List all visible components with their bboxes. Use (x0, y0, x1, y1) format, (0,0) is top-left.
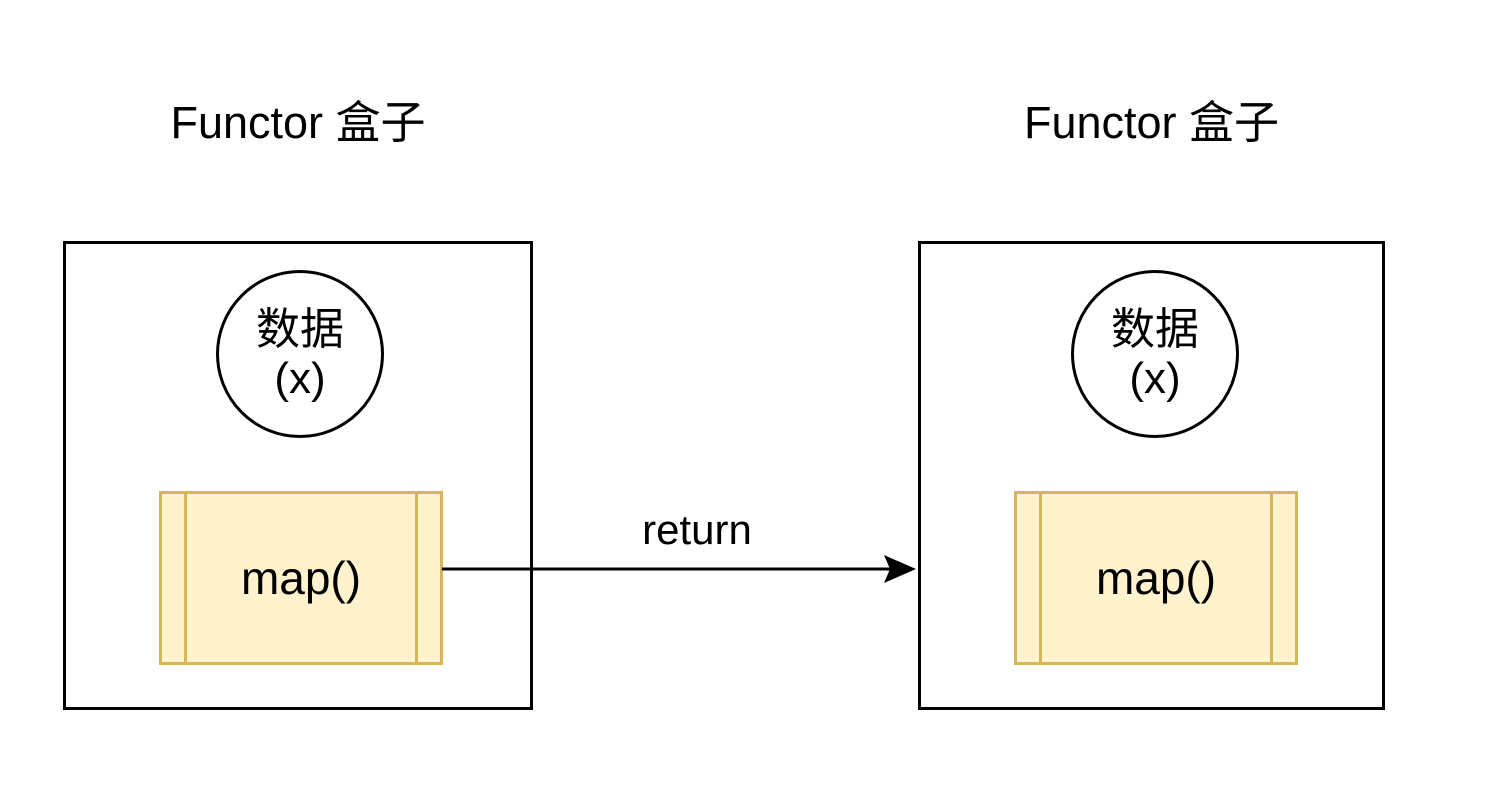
left-box-title: Functor 盒子 (170, 97, 426, 148)
data-circle-left-line1: 数据 (256, 305, 344, 354)
right-box-title: Functor 盒子 (1023, 97, 1280, 148)
map-function-label-right: map() (1095, 552, 1217, 604)
return-arrow-label: return (642, 506, 752, 553)
data-circle-left-line2: (x) (274, 354, 326, 403)
functor-box-right: 数据 (x) map() (918, 241, 1385, 710)
map-function-shape-right: map() (1014, 491, 1298, 665)
functor-box-left: 数据 (x) map() (63, 241, 533, 710)
map-function-label-left: map() (240, 552, 362, 604)
data-circle-left: 数据 (x) (216, 270, 384, 438)
return-arrowhead-icon (884, 555, 916, 583)
data-circle-right-line2: (x) (1129, 354, 1181, 403)
data-circle-right-line1: 数据 (1111, 305, 1199, 354)
map-function-shape-left: map() (159, 491, 443, 665)
data-circle-right: 数据 (x) (1071, 270, 1239, 438)
